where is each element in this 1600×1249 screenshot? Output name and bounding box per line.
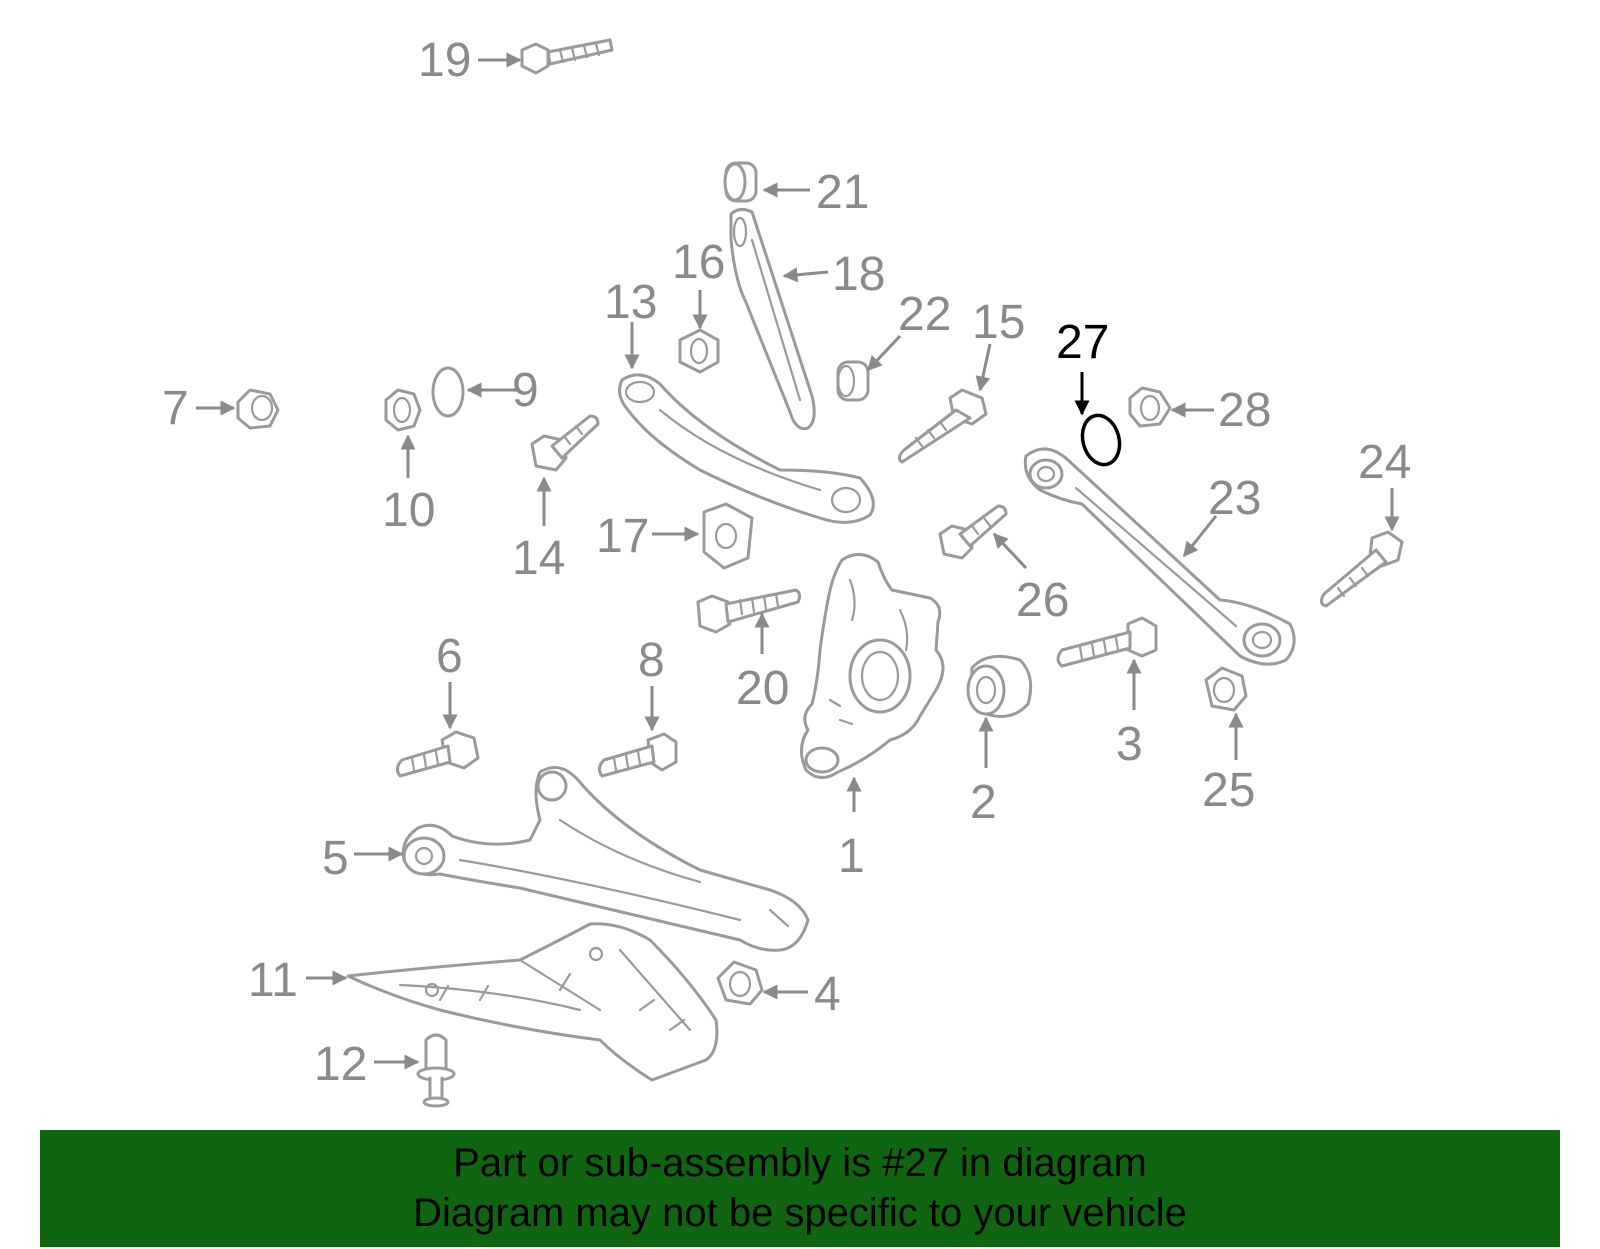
label-12[interactable]: 12: [314, 1038, 367, 1091]
label-11[interactable]: 11: [248, 954, 298, 1007]
part-4-nut[interactable]: [716, 960, 764, 1006]
part-18-link[interactable]: [729, 207, 816, 431]
part-12-clip[interactable]: [416, 1033, 456, 1108]
label-24[interactable]: 24: [1358, 436, 1411, 489]
part-9-ring[interactable]: [431, 366, 465, 418]
part-7-nut[interactable]: [236, 388, 280, 430]
part-22-nut[interactable]: [836, 360, 870, 402]
label-13[interactable]: 13: [604, 276, 657, 329]
label-3[interactable]: 3: [1116, 718, 1143, 771]
callout-labels: 19 21 18 16 13 22 15 7 9 10 14 17 26 20 …: [162, 34, 1411, 1091]
label-15[interactable]: 15: [972, 296, 1025, 349]
part-5-lower-arm[interactable]: [401, 766, 810, 952]
part-23-link[interactable]: [1023, 447, 1296, 666]
label-28[interactable]: 28: [1218, 384, 1271, 437]
label-1[interactable]: 1: [838, 830, 865, 883]
part-16-nut[interactable]: [678, 328, 720, 374]
label-19[interactable]: 19: [418, 34, 471, 87]
banner-line-2: Diagram may not be specific to your vehi…: [413, 1191, 1187, 1235]
label-9[interactable]: 9: [512, 364, 539, 417]
label-27[interactable]: 27: [1056, 316, 1109, 369]
label-14[interactable]: 14: [512, 532, 565, 585]
label-17[interactable]: 17: [596, 510, 649, 563]
label-5[interactable]: 5: [322, 832, 349, 885]
part-13-control-arm[interactable]: [618, 373, 875, 524]
part-19-bolt[interactable]: [520, 38, 614, 75]
label-7[interactable]: 7: [162, 382, 189, 435]
label-10[interactable]: 10: [382, 484, 435, 537]
label-6[interactable]: 6: [436, 630, 463, 683]
part-17-bushing[interactable]: [702, 502, 754, 570]
part-2-bushing[interactable]: [966, 654, 1033, 718]
part-10-nut[interactable]: [384, 388, 422, 432]
part-8-bolt[interactable]: [597, 732, 678, 778]
part-11-panel[interactable]: [346, 922, 719, 1082]
part-1-knuckle[interactable]: [800, 553, 945, 779]
label-20[interactable]: 20: [736, 662, 789, 715]
label-2[interactable]: 2: [970, 776, 997, 829]
label-16[interactable]: 16: [672, 236, 725, 289]
label-22[interactable]: 22: [898, 288, 951, 341]
label-23[interactable]: 23: [1208, 472, 1261, 525]
part-3-bolt[interactable]: [1056, 616, 1158, 668]
label-4[interactable]: 4: [814, 968, 841, 1021]
part-20-bolt[interactable]: [696, 588, 802, 634]
part-26-bolt[interactable]: [938, 504, 1008, 560]
part-6-bolt[interactable]: [395, 730, 480, 778]
label-18[interactable]: 18: [832, 248, 885, 301]
part-21-nut[interactable]: [723, 161, 758, 203]
info-banner: Part or sub-assembly is #27 in diagram D…: [40, 1130, 1560, 1247]
part-15-bolt[interactable]: [897, 388, 988, 464]
label-21[interactable]: 21: [816, 166, 869, 219]
part-24-bolt[interactable]: [1319, 530, 1404, 608]
banner-line-1: Part or sub-assembly is #27 in diagram: [453, 1141, 1147, 1185]
parts-diagram: 19 21 18 16 13 22 15 7 9 10 14 17 26 20 …: [162, 34, 1411, 1108]
part-25-nut[interactable]: [1204, 666, 1248, 712]
part-28-nut[interactable]: [1128, 386, 1172, 428]
label-26[interactable]: 26: [1016, 574, 1069, 627]
label-25[interactable]: 25: [1202, 764, 1255, 817]
part-14-bolt[interactable]: [530, 414, 600, 472]
part-27-ring[interactable]: [1077, 411, 1125, 469]
leader-arrows: [196, 52, 1400, 1070]
label-8[interactable]: 8: [638, 634, 665, 687]
